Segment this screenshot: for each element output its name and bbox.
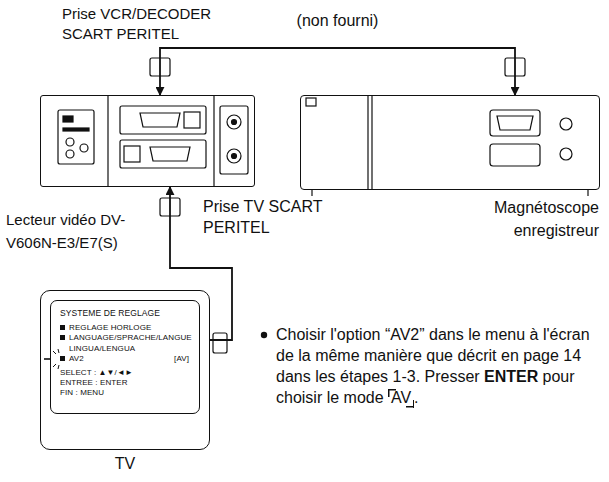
menu-row: ENTREE : ENTER — [60, 378, 193, 388]
video-player-back-panel: Lecteur vidéo DV-V606N-E3/E7(S) — [40, 95, 255, 187]
scart-socket — [497, 116, 533, 130]
tv-set: SYSTEME DE REGLAGE REGLAGE HORLOGELANGUAG… — [40, 290, 210, 450]
output-jack — [66, 138, 74, 146]
antenna-block — [220, 106, 248, 174]
instruction-paragraph: Choisir l'option “AV2” dans le menu à l'… — [276, 324, 602, 408]
antenna-jack — [227, 149, 241, 163]
power-inlet — [306, 98, 316, 106]
menu-item: REGLAGE HORLOGE — [69, 323, 151, 333]
output-block — [58, 110, 94, 164]
menu-item: [AV] — [174, 354, 193, 364]
menu-bullet — [60, 335, 65, 340]
output-jack — [66, 150, 74, 158]
menu-item: SELECT : ▲▼/◄► — [60, 368, 133, 378]
recorder-foot — [587, 190, 588, 196]
menu-row: SYSTEME DE REGLAGE — [60, 308, 193, 319]
cable-note: (non fourni) — [297, 12, 379, 30]
socket-label: Prise VCR/DECODER SCART PERITEL — [62, 4, 242, 43]
antenna-jack — [560, 118, 572, 130]
scart-socket-housing — [120, 106, 206, 134]
menu-item: ENTREE : ENTER — [60, 378, 128, 388]
scart-plug — [213, 333, 227, 353]
output-mark — [63, 116, 73, 122]
power-cord — [367, 95, 368, 190]
antenna-jack-pin — [232, 154, 237, 159]
menu-item: FIN : MENU — [60, 388, 104, 398]
menu-bullet — [60, 356, 65, 361]
scart-socket-housing — [120, 140, 206, 168]
device-name: Magnétoscope enregistreur — [464, 196, 599, 242]
cursor-flash — [44, 354, 54, 364]
text-holder: TV — [41, 455, 209, 473]
mode-name: AV — [388, 389, 414, 407]
label-holder: Prise VCR/DECODER SCART PERITEL — [62, 4, 242, 43]
menu-row: AV2 [AV] — [60, 354, 193, 364]
menu-item: AV2 — [69, 354, 84, 364]
key-name: ENTER — [484, 368, 538, 385]
menu-title: SYSTEME DE REGLAGE — [60, 308, 160, 319]
text-holder: Lecteur vidéo DV-V606N-E3/E7(S) — [6, 208, 166, 255]
label-holder: Prise TV SCART PERITEL — [203, 197, 343, 239]
output-mark — [63, 128, 89, 131]
device-name: TV — [41, 455, 209, 473]
bullet-dot — [260, 331, 268, 339]
antenna-jack — [560, 148, 572, 160]
output-jack — [80, 144, 88, 152]
menu-row: SELECT : ▲▼/◄► — [60, 368, 193, 378]
antenna-jack-pin — [232, 120, 237, 125]
text-holder: Magnétoscope enregistreur — [464, 196, 599, 242]
power-cord — [371, 95, 372, 190]
punctuation: . — [414, 389, 418, 406]
recorder-scart-socket — [490, 110, 540, 136]
scart-socket — [150, 147, 190, 161]
socket-label: Prise TV SCART PERITEL — [203, 197, 343, 239]
antenna-jack — [227, 115, 241, 129]
scart-socket — [140, 113, 180, 127]
menu-bullet — [60, 325, 65, 330]
socket-label-plate — [124, 146, 140, 162]
menu-row: REGLAGE HORLOGE — [60, 323, 193, 333]
menu-row: FIN : MENU — [60, 388, 193, 398]
socket-label-plate — [184, 112, 200, 128]
instruction-text: Choisir l'option “AV2” dans le menu à l'… — [276, 326, 590, 385]
tv-screen-menu: SYSTEME DE REGLAGE REGLAGE HORLOGELANGUAG… — [50, 300, 200, 414]
scart-cable — [160, 48, 515, 95]
panel-divider — [213, 95, 214, 187]
device-name: Lecteur vidéo DV-V606N-E3/E7(S) — [6, 208, 166, 255]
panel-divider — [107, 95, 108, 187]
recorder-back-panel: Magnétoscope enregistreur — [300, 95, 600, 190]
recorder-scart-socket — [490, 144, 540, 166]
edge-label-holder: (non fourni) — [294, 12, 382, 30]
menu-item: LANGUAGE/SPRACHE/LANGUE LINGUA/LENGUA — [69, 333, 193, 354]
menu-row: LANGUAGE/SPRACHE/LANGUE LINGUA/LENGUA — [60, 333, 193, 354]
recorder-foot — [311, 190, 312, 196]
